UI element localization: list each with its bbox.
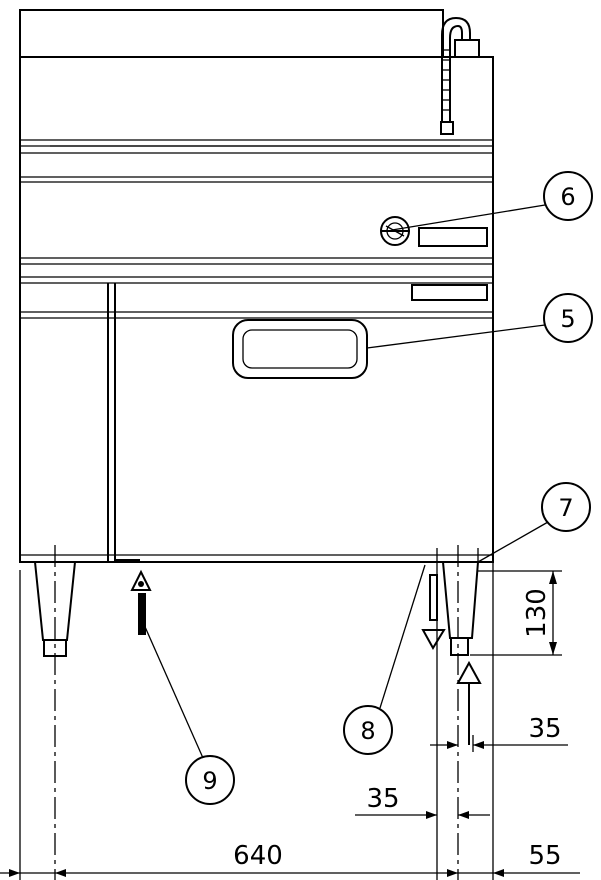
callout-7: 7 bbox=[477, 482, 591, 563]
svg-text:640: 640 bbox=[233, 841, 283, 871]
right-leg bbox=[436, 545, 480, 880]
svg-text:7: 7 bbox=[558, 494, 573, 522]
cabinet-body bbox=[19, 56, 494, 563]
control-plate bbox=[411, 227, 488, 301]
callout-6: 6 bbox=[391, 171, 593, 231]
dimension-640: 640 bbox=[0, 570, 580, 880]
cabinet-door bbox=[20, 283, 493, 562]
callout-9: 9 bbox=[141, 619, 235, 805]
svg-text:8: 8 bbox=[360, 717, 375, 745]
svg-text:6: 6 bbox=[560, 183, 575, 211]
callout-8: 8 bbox=[343, 564, 426, 755]
svg-text:55: 55 bbox=[528, 841, 561, 871]
left-leg bbox=[33, 545, 77, 880]
svg-text:5: 5 bbox=[560, 305, 575, 333]
svg-text:35: 35 bbox=[366, 784, 399, 814]
dimension-130: 130 bbox=[470, 570, 562, 656]
callout-5: 5 bbox=[366, 293, 593, 349]
drain-arrow bbox=[421, 574, 446, 650]
dimension-35-right: 35 bbox=[430, 714, 568, 752]
dimension-35-left: 35 bbox=[355, 784, 490, 819]
water-faucet bbox=[440, 16, 480, 135]
svg-text:130: 130 bbox=[522, 588, 552, 638]
gas-inlet-arrow bbox=[130, 569, 152, 635]
dimension-55: 55 bbox=[492, 562, 562, 880]
svg-text:9: 9 bbox=[202, 767, 217, 795]
svg-text:35: 35 bbox=[528, 714, 561, 744]
control-knob bbox=[380, 216, 410, 246]
inlet-arrow bbox=[456, 660, 482, 745]
top-back-panel bbox=[19, 9, 444, 57]
